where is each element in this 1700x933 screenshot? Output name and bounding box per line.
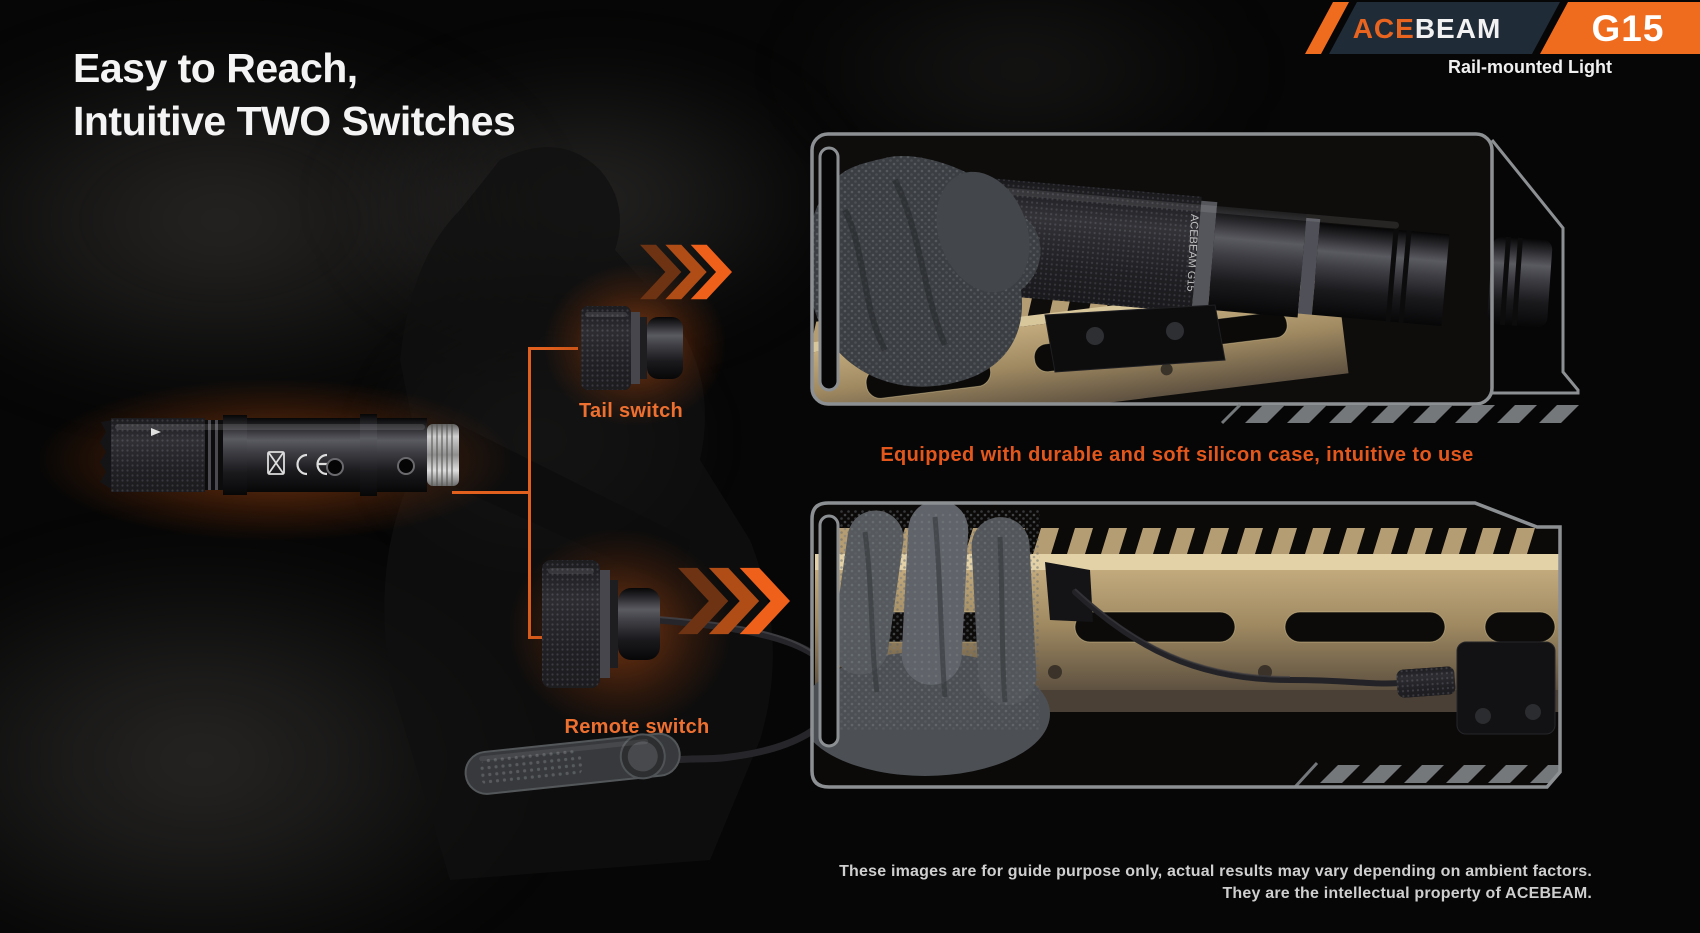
frame-left-notch <box>818 514 840 748</box>
pad-grip-texture <box>478 750 584 787</box>
chevron <box>665 244 707 300</box>
mode-arrow-marking <box>151 428 161 436</box>
rail-screw <box>1048 665 1062 679</box>
remote-switch-cap <box>618 588 660 660</box>
connector-line-flashlight <box>452 491 530 494</box>
chevron <box>739 567 790 635</box>
remote-pressure-pad <box>464 732 681 795</box>
cable-elbow-mount <box>1045 562 1093 622</box>
brand-tagline: Rail-mounted Light <box>1448 57 1612 77</box>
photo-frame-bottom <box>810 501 1562 789</box>
page-title: Easy to Reach, Intuitive TWO Switches <box>73 42 516 148</box>
remote-switch-lip <box>600 570 610 678</box>
flashlight-bezel <box>100 420 113 490</box>
tail-switch-step <box>640 317 647 379</box>
knurl-texture <box>542 560 600 688</box>
cable-highlight <box>1074 588 1291 678</box>
caption-text: Equipped with durable and soft silicon c… <box>880 444 1474 466</box>
mlok-slot <box>1074 611 1236 643</box>
specular <box>479 739 649 762</box>
tail-switch-lip <box>631 312 640 384</box>
specular <box>548 568 594 574</box>
port-hole <box>326 458 344 476</box>
frame-left-notch <box>818 146 840 392</box>
disclaimer-line2: They are the intellectual property of AC… <box>1222 885 1592 902</box>
groove-highlight <box>208 420 211 490</box>
brand-accent-stripe <box>1305 2 1349 54</box>
hazard-stripes <box>1220 403 1579 425</box>
knurl-texture <box>111 418 205 492</box>
frame-tab-outline-top <box>1490 139 1580 395</box>
photo-bottom-remote-switch <box>1396 666 1456 698</box>
photo-bottom <box>812 503 1560 787</box>
photo-top: ACEBEAM G15 <box>812 134 1492 419</box>
triple-chevron-right-icon <box>678 567 790 635</box>
flashlight-body <box>377 418 427 492</box>
photo-frame-border <box>810 132 1494 406</box>
disclaimer-line1: These images are for guide purpose only,… <box>839 863 1592 880</box>
photo-frame-border <box>810 501 1562 789</box>
remote-switch-assembly <box>464 560 841 795</box>
flashlight-specular <box>115 424 425 430</box>
flashlight-illustration <box>100 414 459 496</box>
knurl-texture <box>581 306 631 390</box>
chevron <box>708 567 760 635</box>
pad-button-top <box>627 741 658 772</box>
mount-bolt <box>1166 322 1184 340</box>
mount-bolt <box>1525 704 1541 720</box>
chevron <box>690 244 732 300</box>
photo-bottom-glove <box>812 503 1050 776</box>
tail-switch-label: Tail switch <box>578 400 684 422</box>
ce-mark-icon <box>296 453 328 476</box>
hourglass-icon <box>267 451 285 475</box>
thread-ridges <box>431 424 453 486</box>
flashlight-collar <box>223 415 247 495</box>
connector-line-vertical <box>528 348 531 639</box>
flashlight-groove <box>205 420 223 490</box>
remote-switch-step <box>610 580 618 668</box>
rail-screw <box>838 406 851 419</box>
photo-frame-top: ACEBEAM G15 <box>810 132 1580 425</box>
tail-switch-cap <box>647 317 683 379</box>
photo-bottom-mount <box>1456 641 1556 735</box>
mlok-slot <box>1484 611 1556 643</box>
photo-bottom-cable <box>1072 589 1403 687</box>
brand-logo: ACEBEAM G15 <box>1305 2 1700 54</box>
brand-name: ACEBEAM <box>1353 13 1502 44</box>
triple-chevron-right-icon <box>640 244 732 300</box>
mlok-slot <box>1284 611 1446 643</box>
flashlight-threaded-tail <box>427 424 459 486</box>
chevron <box>678 567 729 635</box>
flashlight-ring <box>360 414 377 496</box>
groove-highlight <box>215 420 218 490</box>
photo-top-glove <box>812 156 1041 387</box>
disclaimer: These images are for guide purpose only,… <box>752 861 1592 905</box>
photo-top-mount <box>1044 304 1226 373</box>
chevron <box>640 244 682 300</box>
remote-switch-illustration <box>542 560 660 688</box>
brand-model: G15 <box>1592 8 1665 49</box>
flashlight-tail-protrusion <box>1487 236 1553 328</box>
page-title-line2: Intuitive TWO Switches <box>73 98 516 144</box>
hazard-stripes <box>1293 761 1560 787</box>
brand-model-banner <box>1540 2 1700 54</box>
specular <box>585 312 627 317</box>
tail-switch-illustration <box>581 306 683 390</box>
connector-line-tail <box>528 347 578 350</box>
brand-navy-banner <box>1329 2 1560 54</box>
page-title-line1: Easy to Reach, <box>73 45 358 91</box>
port-hole <box>397 457 415 475</box>
mount-bolt <box>1475 708 1491 724</box>
mount-bolt <box>1086 327 1104 345</box>
remote-switch-label: Remote switch <box>564 716 710 738</box>
rail-screw <box>1160 363 1173 376</box>
